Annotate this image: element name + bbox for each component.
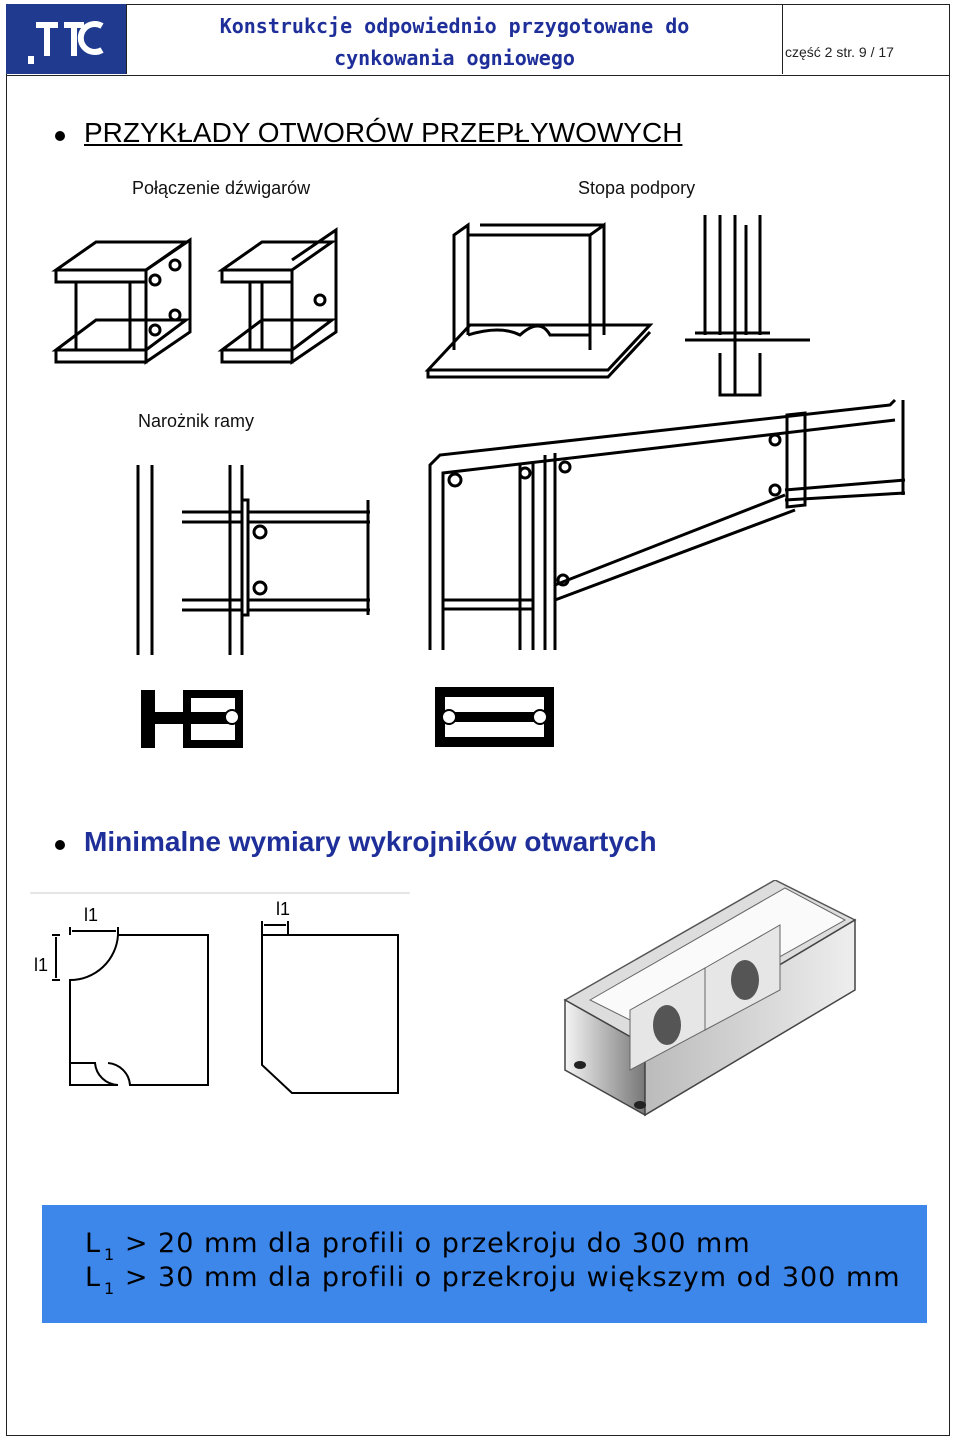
page-header: Konstrukcje odpowiednio przygotowane do …	[6, 4, 950, 76]
requirement-1-subscript: 1	[104, 1245, 116, 1264]
title-line-1: Konstrukcje odpowiednio przygotowane do	[219, 14, 690, 38]
bullet	[55, 840, 65, 850]
section-heading-2: Minimalne wymiary wykrojników otwartych	[84, 826, 657, 857]
requirements-box	[42, 1205, 927, 1323]
cross-section-left	[141, 690, 243, 748]
bullet	[55, 131, 65, 141]
requirement-1-symbol: L	[85, 1228, 102, 1259]
caption-frame-corner: Narożnik ramy	[138, 411, 255, 431]
frame-corner-drawing-right	[428, 398, 906, 650]
document-title: Konstrukcje odpowiednio przygotowane do …	[127, 4, 783, 74]
dim-label-l1-b: l1	[34, 955, 48, 975]
frame-corner-drawing-left	[136, 465, 370, 655]
company-logo	[6, 4, 127, 74]
girder-connection-drawing	[51, 227, 338, 365]
dim-label-l1-c: l1	[276, 899, 290, 919]
caption-column-base: Stopa podpory	[578, 178, 696, 198]
caption-girder-connection: Połączenie dźwigarów	[132, 178, 311, 198]
page-number: część 2 str. 9 / 17	[785, 44, 894, 60]
cutout-dimension-drawing: l1 l1 l1	[30, 892, 410, 1094]
section-heading-1: PRZYKŁADY OTWORÓW PRZEPŁYWOWYCH	[84, 117, 683, 148]
cross-section-right	[435, 687, 554, 747]
title-line-2: cynkowania ogniowego	[334, 46, 575, 70]
column-base-drawing	[424, 215, 810, 397]
requirement-2-symbol: L	[85, 1262, 102, 1293]
page-frame	[6, 4, 950, 1436]
box-section-3d-drawing	[563, 880, 857, 1117]
requirement-1-text: > 20 mm dla profili o przekroju do 300 m…	[115, 1228, 751, 1259]
requirement-2-text: > 30 mm dla profili o przekroju większym…	[115, 1262, 901, 1293]
requirement-2-subscript: 1	[104, 1279, 116, 1298]
dim-label-l1-a: l1	[84, 905, 98, 925]
